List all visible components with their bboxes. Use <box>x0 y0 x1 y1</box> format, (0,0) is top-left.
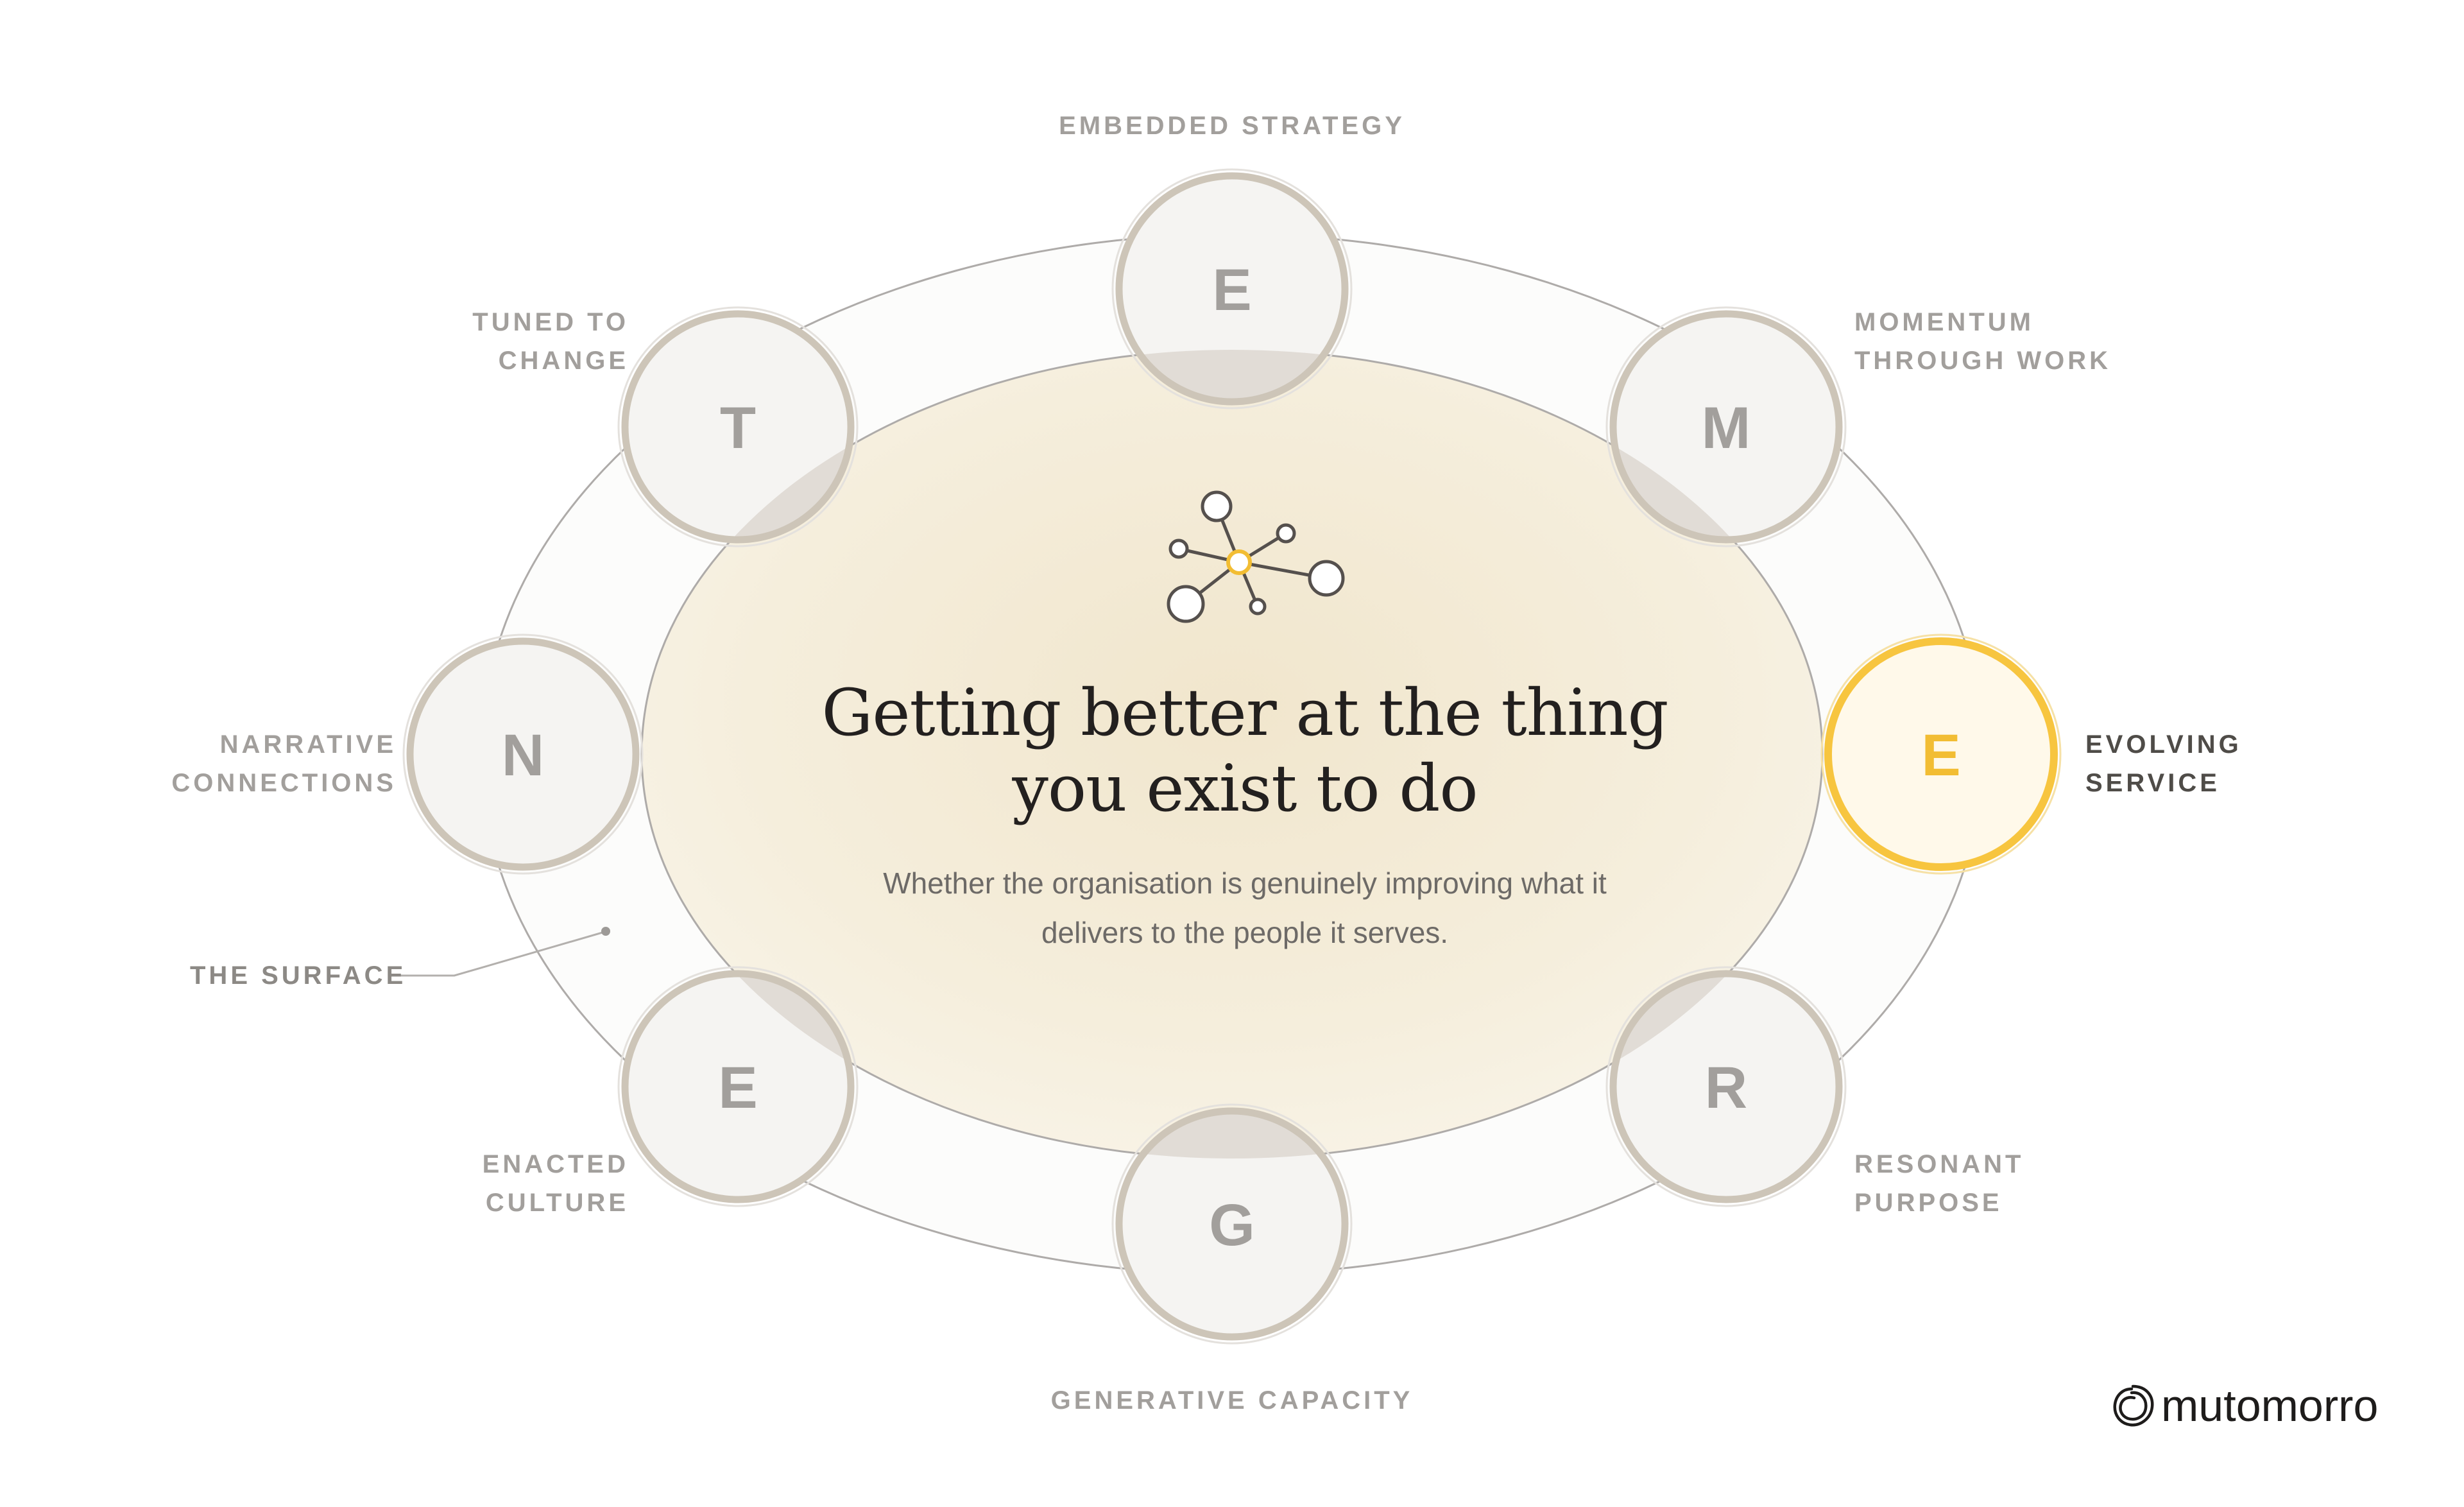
node-ring-resonant-purpose[interactable] <box>1609 970 1843 1203</box>
node-letter-evolving-service: E <box>1921 723 1960 788</box>
surface-leader-line <box>395 931 605 977</box>
node-fill-enacted-culture <box>625 974 851 1200</box>
node-ring-embedded-strategy[interactable] <box>1115 172 1349 406</box>
network-hub-icon <box>1167 490 1345 623</box>
node-ring-narrative-connections[interactable] <box>406 637 640 871</box>
node-ring-enacted-culture[interactable] <box>621 970 855 1203</box>
brand-name: mutomorro <box>2161 1381 2379 1431</box>
node-halo-narrative-connections <box>402 633 644 875</box>
rings-layer: E M E R G E N T <box>406 172 2058 1341</box>
surface-label: THE SURFACE <box>190 961 407 990</box>
node-letter-embedded-strategy: E <box>1212 257 1251 323</box>
node-ring-evolving-service[interactable] <box>1824 637 2058 871</box>
node-ring-tuned-to-change[interactable] <box>621 310 855 544</box>
node-fill-evolving-service <box>1828 641 2054 867</box>
node-label-momentum-through-work: MOMENTUM THROUGH WORK <box>1854 308 2111 375</box>
node-fill-generative-capacity <box>1119 1111 1345 1337</box>
node-fill-narrative-connections <box>410 641 636 867</box>
nodes-layer <box>402 168 2062 1345</box>
node-halo-tuned-to-change <box>617 306 859 547</box>
node-halo-generative-capacity <box>1111 1103 1353 1345</box>
surface-leader-dot <box>601 927 610 936</box>
node-halo-momentum-through-work <box>1605 306 1847 547</box>
mutomorro-logo-icon <box>2113 1384 2154 1427</box>
node-letter-enacted-culture: E <box>718 1055 757 1121</box>
node-label-resonant-purpose: RESONANT PURPOSE <box>1854 1150 2024 1217</box>
node-halo-enacted-culture <box>617 966 859 1207</box>
node-letter-narrative-connections: N <box>502 723 544 788</box>
node-label-embedded-strategy: EMBEDDED STRATEGY <box>1059 112 1405 140</box>
node-letter-momentum-through-work: M <box>1702 395 1751 461</box>
node-label-enacted-culture: ENACTED CULTURE <box>482 1150 629 1217</box>
node-halo-embedded-strategy <box>1111 168 1353 409</box>
node-label-narrative-connections: NARRATIVE CONNECTIONS <box>171 730 397 797</box>
brand-logo: mutomorro <box>2109 1376 2417 1434</box>
node-label-tuned-to-change: TUNED TO CHANGE <box>472 308 629 375</box>
node-fill-embedded-strategy <box>1119 176 1345 402</box>
node-letter-resonant-purpose: R <box>1705 1055 1747 1121</box>
node-letter-generative-capacity: G <box>1209 1193 1255 1258</box>
center-description: Whether the organisation is genuinely im… <box>883 866 1607 949</box>
node-ring-generative-capacity[interactable] <box>1115 1107 1349 1341</box>
node-fill-resonant-purpose <box>1613 974 1839 1200</box>
node-halo-resonant-purpose <box>1605 966 1847 1207</box>
node-label-generative-capacity: GENERATIVE CAPACITY <box>1050 1386 1414 1415</box>
center-title: Getting better at the thing you exist to… <box>821 675 1668 826</box>
node-halo-evolving-service <box>1820 633 2062 875</box>
node-letter-tuned-to-change: T <box>720 395 756 461</box>
node-label-evolving-service: EVOLVING SERVICE <box>2085 730 2242 797</box>
node-ring-momentum-through-work[interactable] <box>1609 310 1843 544</box>
